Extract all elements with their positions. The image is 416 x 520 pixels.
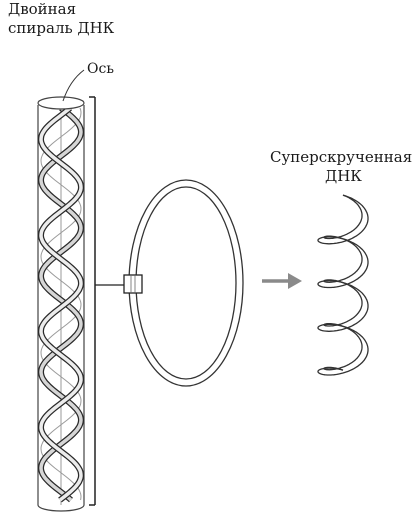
magnify-box [123, 274, 143, 294]
supercoiled-label-line2: ДНК [325, 167, 362, 185]
helix-back-strand [40, 107, 82, 501]
axis-label: Ось [87, 61, 114, 77]
helix-strand-b-fill [39, 106, 83, 502]
transform-arrow [262, 273, 302, 289]
circular-dna-loop [128, 179, 244, 387]
double-helix-label-line1: Двойная [8, 0, 77, 18]
supercoiled-dna [317, 194, 369, 376]
double-helix-label-line2: спираль ДНК [8, 19, 115, 37]
axis-leader-line [62, 69, 85, 102]
cylinder-bottom-cap [37, 504, 85, 512]
double-helix-cylinder [37, 96, 85, 512]
supercoiled-label-line1: Суперскрученная [270, 148, 413, 166]
cylinder-top-cap [37, 96, 85, 110]
helix-bracket [89, 96, 124, 506]
supercoil-inner-strand [323, 194, 363, 371]
